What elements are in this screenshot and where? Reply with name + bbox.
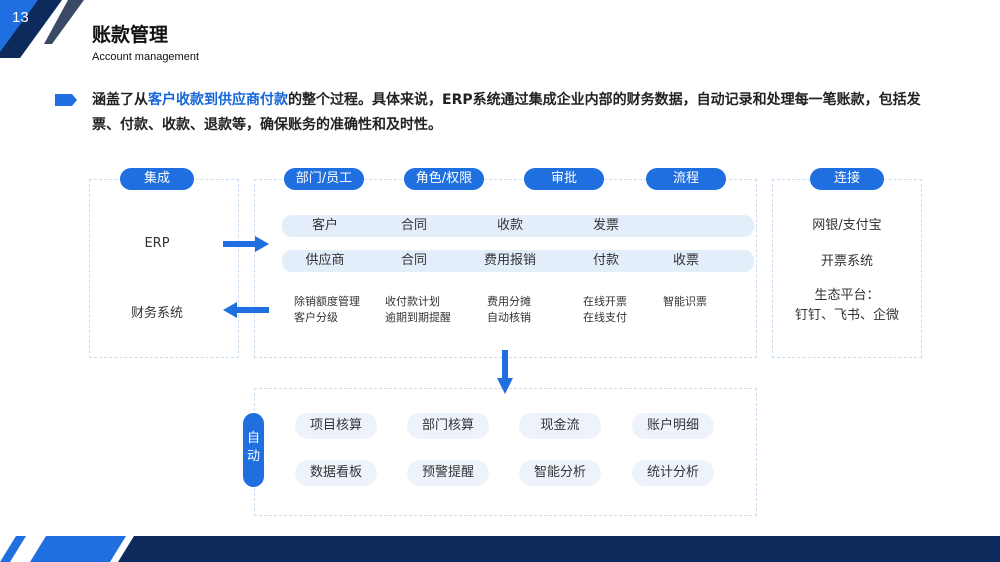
finance-system-label: 财务系统: [130, 306, 183, 321]
auto-chip: 账户明细: [632, 413, 714, 439]
auto-chip: 数据看板: [295, 460, 377, 486]
bullet-marker-icon: [55, 94, 77, 106]
auto-box: [254, 388, 757, 516]
detail-item: 智能识票: [663, 294, 743, 310]
auto-chip: 预警提醒: [407, 460, 489, 486]
detail-line: 客户分级: [294, 311, 338, 324]
customer-row-bar: [282, 215, 754, 237]
intro-prefix: 涵盖了从: [92, 92, 148, 108]
row1-cell: 发票: [592, 218, 619, 233]
detail-line: 在线开票: [583, 295, 627, 308]
row2-cell: 费用报销: [483, 253, 536, 268]
integration-box: [89, 179, 239, 358]
auto-chip: 项目核算: [295, 413, 377, 439]
detail-line: 逾期到期提醒: [385, 311, 451, 324]
connect-ecosystem: 生态平台： 钉钉、飞书、企微: [777, 286, 917, 326]
detail-item: 费用分摊自动核销: [487, 294, 567, 326]
detail-line: 除销额度管理: [294, 295, 360, 308]
row1-cell: 合同: [400, 218, 427, 233]
auto-chip: 现金流: [519, 413, 601, 439]
page-title: 账款管理: [92, 24, 169, 46]
detail-line: 费用分摊: [487, 295, 531, 308]
connect-bank: 网银/支付宝: [812, 218, 882, 233]
arrow-left-icon: [223, 302, 269, 318]
header-approval: 审批: [524, 168, 604, 190]
intro-highlight: 客户收款到供应商付款: [148, 92, 288, 108]
arrow-down-icon: [497, 350, 513, 394]
row2-cell: 合同: [400, 253, 427, 268]
row2-cell: 付款: [592, 253, 619, 268]
auto-chip: 部门核算: [407, 413, 489, 439]
ecosystem-line: 生态平台：: [814, 288, 880, 303]
header-role: 角色/权限: [404, 168, 484, 190]
auto-chip: 智能分析: [519, 460, 601, 486]
integration-header: 集成: [120, 168, 194, 190]
detail-line: 收付款计划: [385, 295, 440, 308]
connect-invoicing: 开票系统: [820, 254, 873, 269]
detail-item: 在线开票在线支付: [583, 294, 663, 326]
footer-stripe: [0, 536, 1000, 562]
detail-item: 除销额度管理客户分级: [294, 294, 379, 326]
detail-line: 在线支付: [583, 311, 627, 324]
erp-label: ERP: [144, 236, 170, 251]
page-subtitle: Account management: [92, 51, 200, 63]
header-department: 部门/员工: [284, 168, 364, 190]
row1-cell: 收款: [496, 218, 523, 233]
auto-chip: 统计分析: [632, 460, 714, 486]
row1-cell: 客户: [311, 218, 338, 233]
detail-item: 收付款计划逾期到期提醒: [385, 294, 470, 326]
header-process: 流程: [646, 168, 726, 190]
intro-suffix: 的整个过程。具体来说，ERP系统通过集成企业内部的财务数据，自动记录和处理每一笔…: [92, 92, 921, 133]
row2-cell: 收票: [672, 253, 699, 268]
corner-page-badge: [0, 0, 84, 58]
arrow-right-icon: [223, 236, 269, 252]
page-number: 13: [12, 9, 29, 26]
auto-label-text: 自动: [247, 431, 261, 464]
detail-line: 自动核销: [487, 311, 531, 324]
supplier-row-bar: [282, 250, 754, 272]
intro-paragraph: 涵盖了从客户收款到供应商付款的整个过程。具体来说，ERP系统通过集成企业内部的财…: [92, 88, 942, 138]
detail-line: 智能识票: [663, 295, 707, 308]
connect-header: 连接: [810, 168, 884, 190]
auto-label: 自动: [243, 413, 264, 487]
row2-cell: 供应商: [305, 253, 345, 268]
ecosystem-line: 钉钉、飞书、企微: [794, 308, 899, 323]
